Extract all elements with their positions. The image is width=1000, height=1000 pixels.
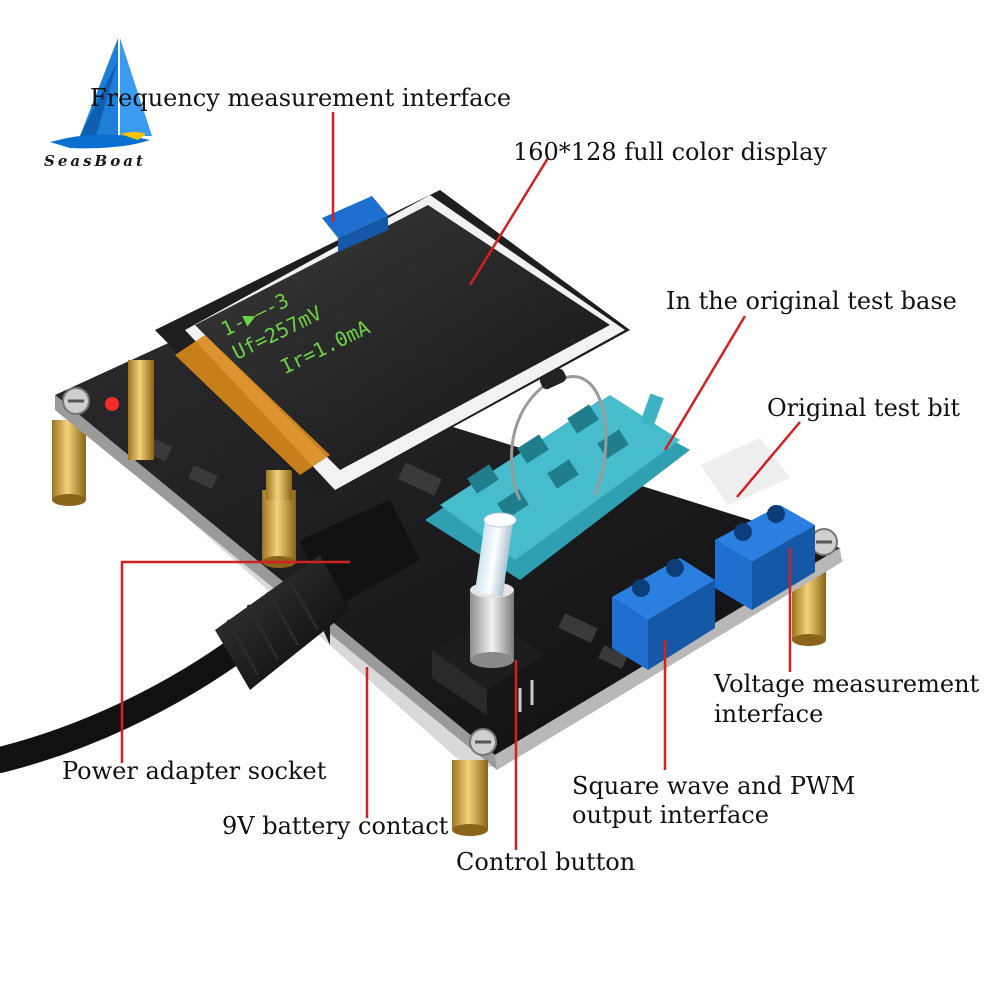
- rotary-encoder: [432, 512, 545, 715]
- test-bit-pad: [700, 438, 790, 505]
- logo-text: SeasBoat: [44, 152, 146, 170]
- label-frequency-interface: Frequency measurement interface: [90, 84, 512, 112]
- label-square-line2: output interface: [572, 801, 769, 829]
- screw-left: [62, 387, 90, 415]
- label-control-button: Control button: [456, 848, 636, 876]
- display-standoff-b: [266, 470, 292, 500]
- label-power-socket: Power adapter socket: [62, 757, 327, 785]
- label-voltage-line2: interface: [714, 700, 824, 728]
- leader-test-bit: [736, 421, 801, 498]
- label-test-base: In the original test base: [666, 287, 957, 315]
- screw-right: [810, 528, 838, 556]
- frequency-terminal: [322, 196, 388, 252]
- power-led: [105, 397, 119, 411]
- screw-front: [469, 728, 497, 756]
- leader-test-base: [663, 315, 747, 451]
- seasboat-logo: [50, 38, 152, 149]
- label-display: 160*128 full color display: [513, 138, 827, 166]
- leader-power: [120, 560, 350, 763]
- leader-display: [468, 157, 550, 286]
- label-voltage-line1: Voltage measurement: [714, 670, 980, 698]
- display-module: [155, 190, 630, 500]
- dc-cable: [0, 555, 350, 773]
- standoff-back-left: [52, 420, 86, 506]
- display-standoff-a: [128, 360, 154, 460]
- label-test-bit: Original test bit: [767, 394, 961, 422]
- voltage-terminal: [715, 505, 815, 610]
- leader-lines: [120, 112, 801, 850]
- label-battery-contact: 9V battery contact: [222, 812, 449, 840]
- label-square-line1: Square wave and PWM: [572, 772, 856, 800]
- standoff-front: [452, 760, 488, 836]
- standoff-front-left: [262, 490, 296, 568]
